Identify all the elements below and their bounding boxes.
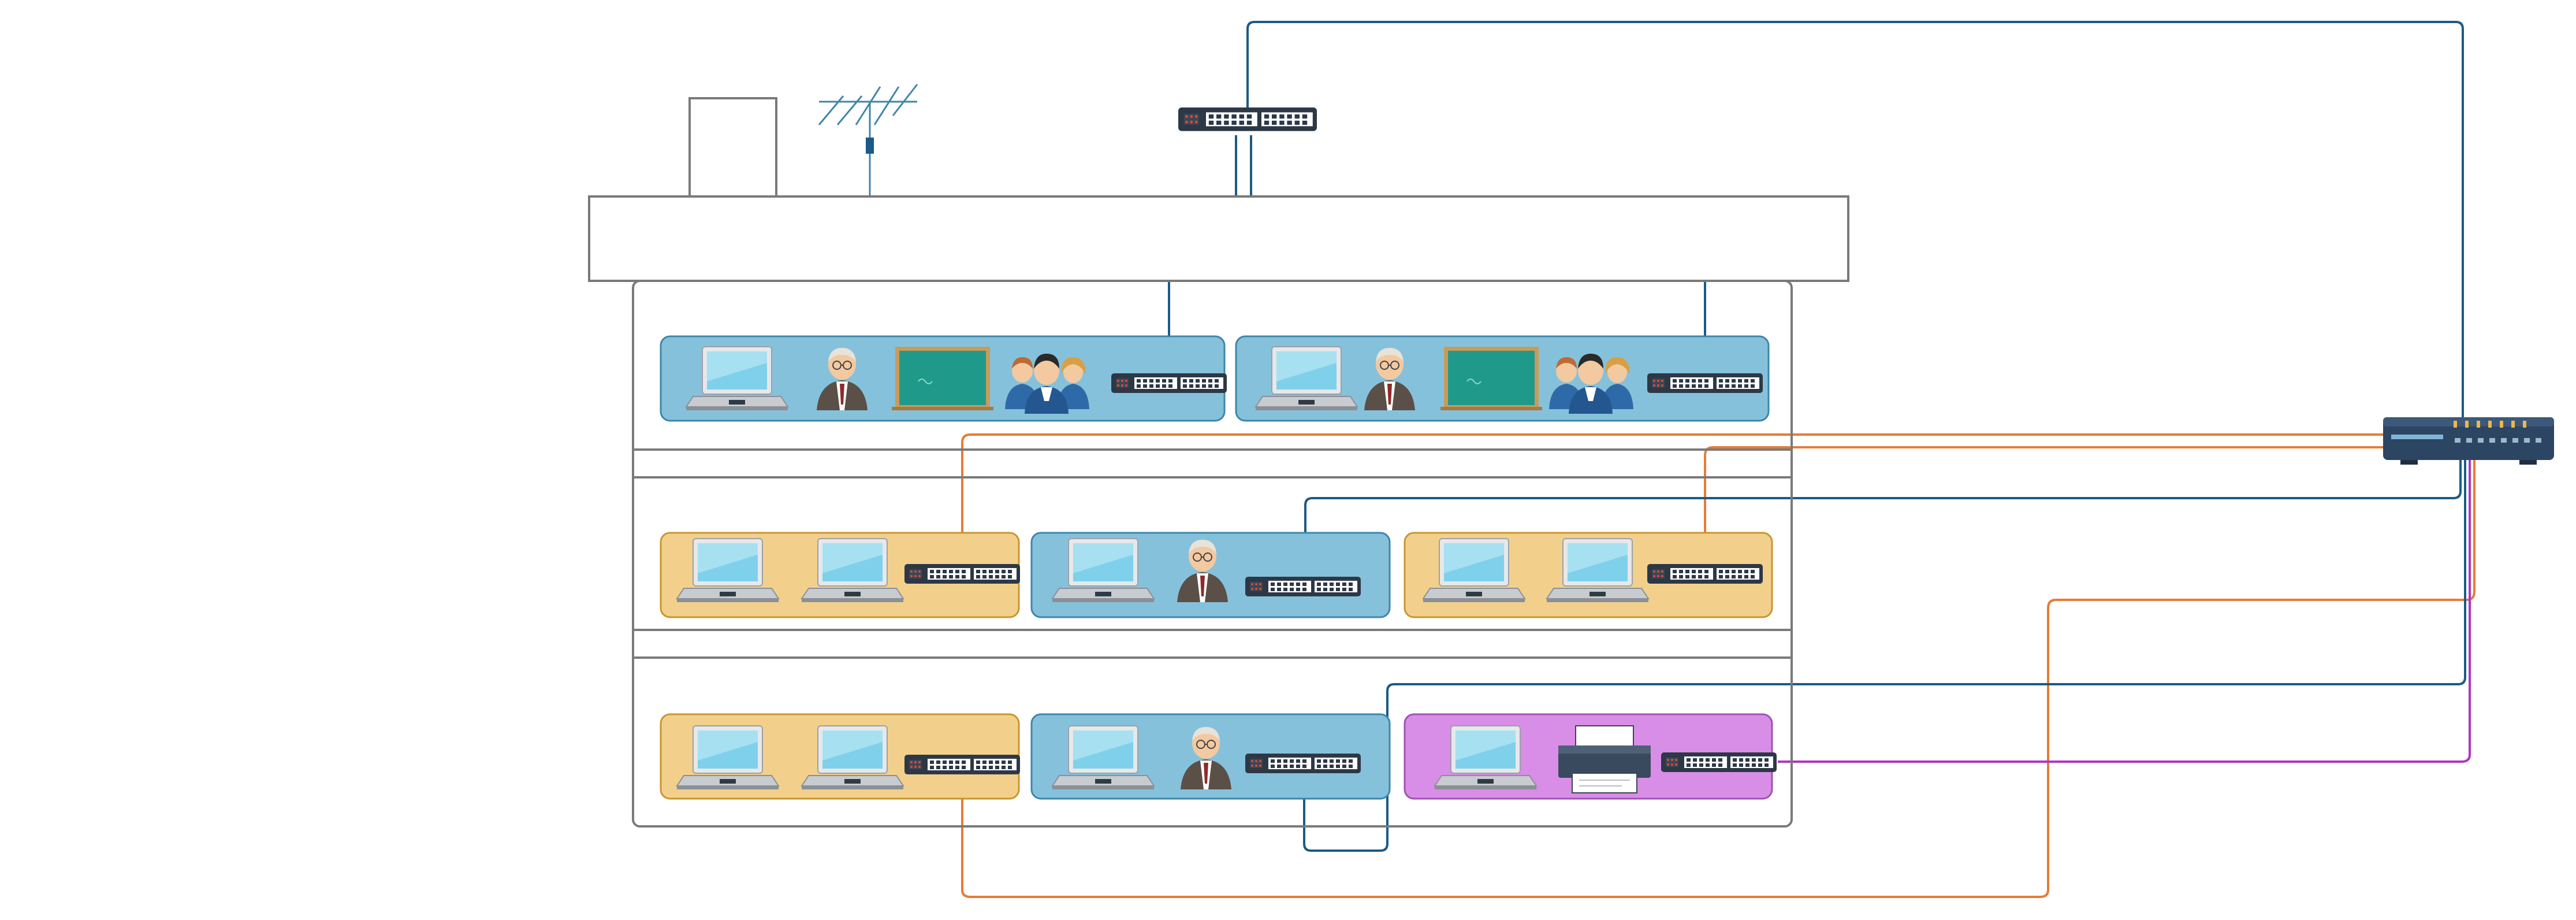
switch-icon[interactable] — [1245, 754, 1361, 773]
link-router-floor2-room-b — [1304, 457, 2462, 581]
switch-icon[interactable] — [1647, 373, 1763, 393]
switch-icon[interactable] — [1661, 752, 1777, 772]
building — [588, 97, 1849, 828]
link-core-switch-router — [1246, 21, 2464, 435]
floor-3 — [660, 713, 1777, 800]
building-body — [632, 280, 1793, 828]
room-classroom-b — [1235, 335, 1770, 422]
switch-icon[interactable] — [1647, 564, 1763, 584]
core-switch-icon[interactable] — [1178, 107, 1317, 131]
room-lab-c — [1404, 532, 1773, 618]
chalkboard-icon — [1440, 346, 1543, 411]
switch-icon[interactable] — [1111, 373, 1227, 393]
roof — [588, 195, 1849, 282]
floor-1 — [660, 335, 1770, 422]
room-lab-a — [660, 532, 1020, 618]
chimney — [688, 97, 777, 198]
chalkboard-icon — [891, 346, 994, 411]
switch-icon[interactable] — [1245, 577, 1361, 596]
room-lab-d — [660, 713, 1020, 800]
link-router-floor2-room-c — [1704, 446, 2409, 567]
room-office-e — [1030, 713, 1391, 800]
room-office-b — [1030, 532, 1391, 618]
switch-icon[interactable] — [904, 755, 1020, 774]
link-router-floor2-room-a — [961, 433, 2403, 567]
link-router-floor3-room-c — [1778, 457, 2471, 763]
switch-icon[interactable] — [904, 564, 1020, 584]
antenna-icon — [818, 84, 918, 196]
floor-2 — [660, 532, 1773, 618]
link-router-floor3-room-a — [961, 457, 2476, 898]
room-classroom-a — [660, 335, 1227, 422]
room-print-f — [1404, 713, 1777, 800]
router-icon[interactable] — [2383, 417, 2554, 465]
